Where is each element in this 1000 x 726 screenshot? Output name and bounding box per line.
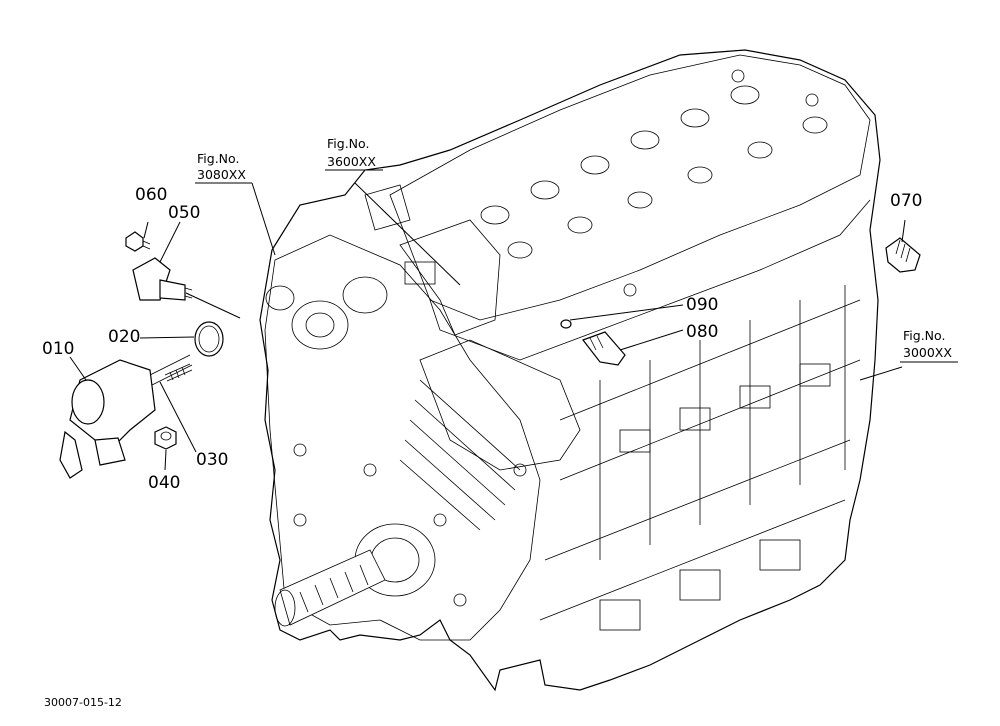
part-080-temp-sensor[interactable] bbox=[582, 331, 626, 366]
fig-ref-3000[interactable]: Fig.No. 3000XX bbox=[900, 328, 958, 363]
part-060-bolt[interactable] bbox=[125, 231, 151, 252]
engine-block-outline bbox=[259, 49, 881, 692]
part-070-pressure-switch[interactable] bbox=[885, 237, 921, 273]
part-090-washer[interactable] bbox=[560, 319, 572, 329]
cylinder-head-edge bbox=[429, 199, 871, 361]
pump-body bbox=[419, 339, 581, 471]
callout-090: 090 bbox=[686, 295, 718, 315]
gear-case-fins bbox=[293, 379, 527, 607]
part-010-solenoid[interactable] bbox=[59, 354, 193, 479]
fig-ref-3080[interactable]: Fig.No. 3080XX bbox=[195, 151, 252, 184]
water-pump bbox=[265, 276, 388, 350]
callout-050: 050 bbox=[168, 203, 200, 223]
cylinder-head bbox=[389, 54, 871, 321]
leader-lines bbox=[69, 182, 906, 471]
fig-ref-3080-line1: Fig.No. bbox=[197, 151, 239, 166]
callout-060: 060 bbox=[135, 185, 167, 205]
callout-080: 080 bbox=[686, 322, 718, 342]
drawing-code: 30007-015-12 bbox=[44, 696, 122, 709]
callout-010: 010 bbox=[42, 339, 74, 359]
engine-assembly bbox=[259, 49, 881, 692]
fig-ref-3000-line2: 3000XX bbox=[903, 345, 952, 360]
thermostat-housing bbox=[364, 184, 501, 336]
fig-ref-3600-line2: 3600XX bbox=[327, 154, 376, 169]
part-050-sensor[interactable] bbox=[132, 257, 193, 301]
callout-070: 070 bbox=[890, 191, 922, 211]
callout-040: 040 bbox=[148, 473, 180, 493]
part-040-nut[interactable] bbox=[154, 426, 177, 450]
fig-ref-3600-line1: Fig.No. bbox=[327, 136, 369, 151]
callout-020: 020 bbox=[108, 327, 140, 347]
part-020-o-ring[interactable] bbox=[194, 321, 224, 357]
gear-case bbox=[264, 234, 541, 641]
head-bosses bbox=[480, 69, 828, 297]
block-ribs bbox=[539, 285, 861, 631]
part-030-stud[interactable] bbox=[164, 363, 193, 382]
fig-ref-3000-line1: Fig.No. bbox=[903, 328, 945, 343]
crankshaft-pulley bbox=[274, 523, 436, 627]
fig-ref-3600[interactable]: Fig.No. 3600XX bbox=[325, 136, 383, 171]
callout-030: 030 bbox=[196, 450, 228, 470]
part-020-o-ring-inner bbox=[198, 325, 220, 353]
fig-ref-3080-line2: 3080XX bbox=[197, 167, 246, 182]
